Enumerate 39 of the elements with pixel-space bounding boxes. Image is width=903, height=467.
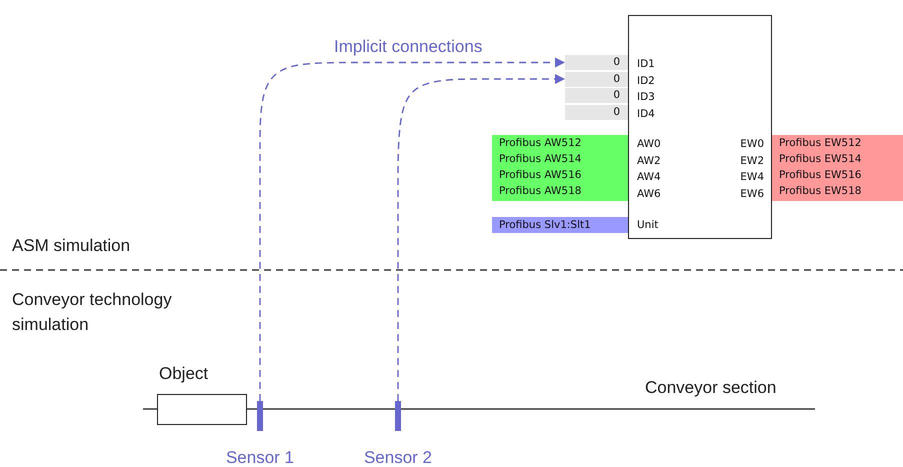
- port-label: ID2: [637, 74, 655, 88]
- port-label: ID4: [637, 106, 655, 122]
- sensor-label: Sensor 2: [362, 448, 434, 467]
- input-signal-panel: [772, 135, 903, 201]
- port-label: AW4: [637, 170, 661, 185]
- sensor-label: Sensor 1: [224, 448, 296, 467]
- input-field: 0: [565, 104, 628, 120]
- port-label: EW6: [740, 186, 764, 202]
- signal-label: Profibus AW516: [499, 168, 582, 182]
- port-label: Unit: [637, 218, 658, 233]
- input-field: 0: [565, 55, 628, 70]
- object-label: Object: [159, 364, 208, 384]
- port-label: EW0: [740, 137, 764, 152]
- signal-label: Profibus AW518: [499, 184, 582, 198]
- signal-label: Profibus AW512: [499, 136, 582, 150]
- signal-label: Profibus EW516: [779, 168, 862, 182]
- conveyor-label: Conveyor section: [645, 377, 776, 399]
- signal-label: Profibus Slv1:Slt1: [499, 218, 591, 232]
- section-label: Conveyor technology simulation: [12, 289, 173, 336]
- signal-label: Profibus AW514: [499, 152, 582, 166]
- section-label: ASM simulation: [12, 235, 130, 257]
- port-label: AW0: [637, 137, 661, 152]
- port-label: EW2: [740, 154, 764, 168]
- annotation-label: Implicit connections: [334, 36, 482, 58]
- signal-label: Profibus EW514: [779, 152, 862, 166]
- unit-signal-panel: [492, 217, 628, 233]
- signal-label: Profibus EW518: [779, 184, 862, 198]
- signal-label: Profibus EW512: [779, 136, 862, 150]
- input-field: 0: [565, 72, 628, 86]
- input-field: 0: [565, 88, 628, 103]
- port-label: ID1: [637, 57, 655, 72]
- port-label: EW4: [740, 170, 764, 185]
- port-label: AW6: [637, 186, 661, 202]
- connection-arrow: [259, 58, 565, 401]
- output-signal-panel: [492, 135, 628, 201]
- function-block: [628, 15, 772, 239]
- connection-arrow: [397, 74, 565, 401]
- port-label: AW2: [637, 154, 661, 168]
- port-label: ID3: [637, 90, 655, 105]
